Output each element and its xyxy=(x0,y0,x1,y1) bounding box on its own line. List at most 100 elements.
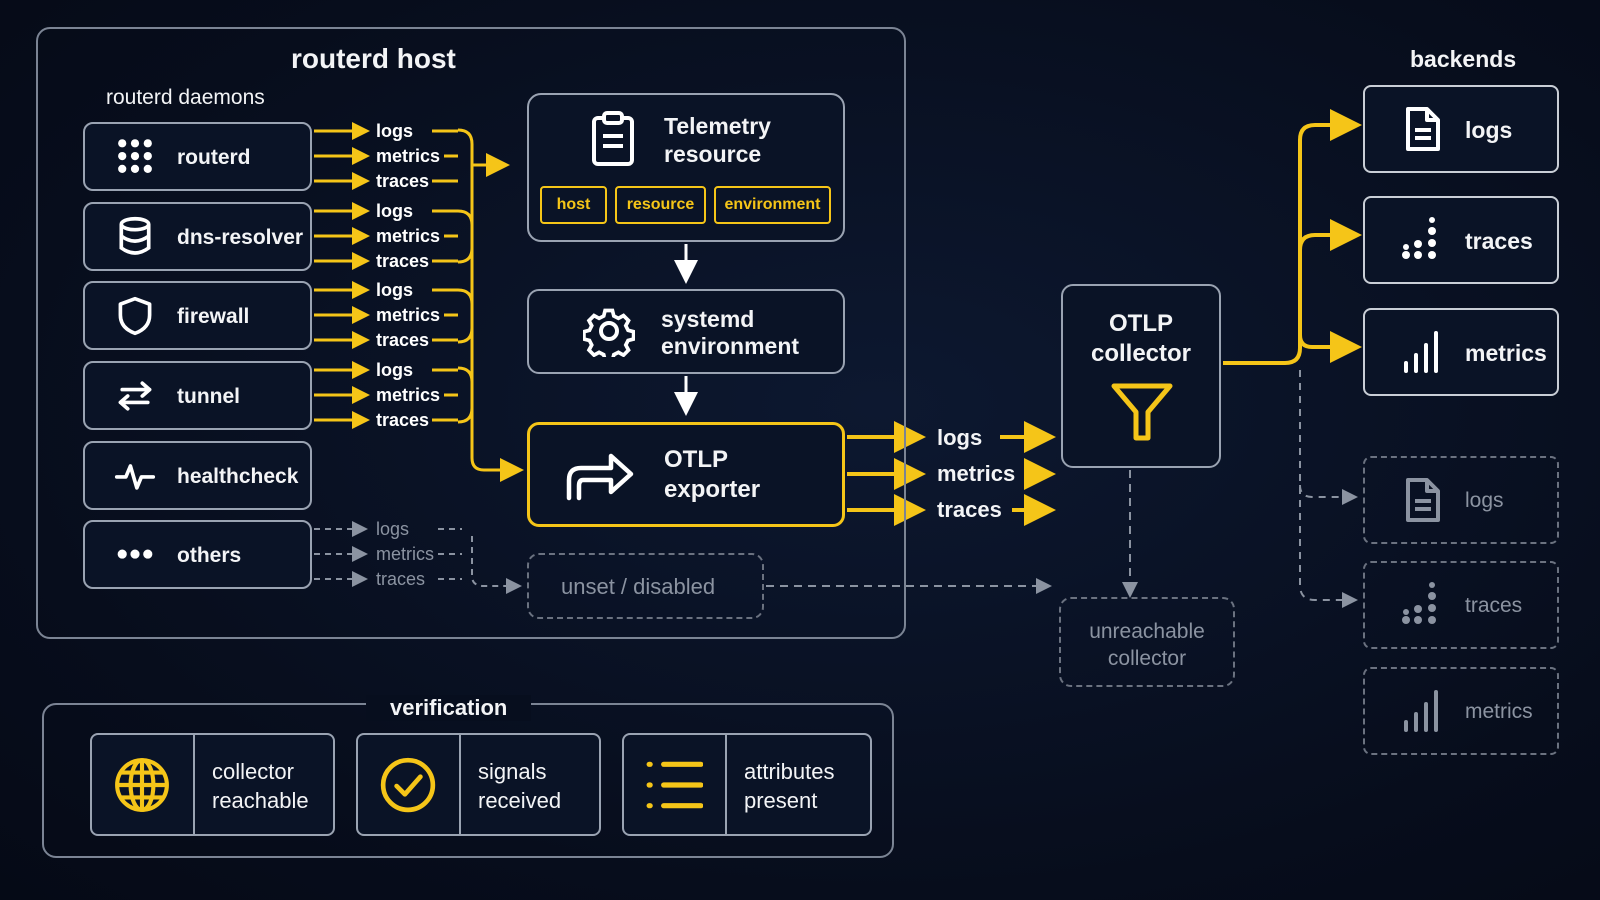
backend-logs[interactable]: logs xyxy=(1363,85,1559,173)
tag-host: host xyxy=(540,186,607,224)
daemon-firewall[interactable]: firewall xyxy=(83,281,312,350)
daemon-label: healthcheck xyxy=(177,465,299,488)
shield-icon-wrap xyxy=(114,295,156,342)
bundle-to-exporter xyxy=(457,128,524,482)
daemon-routerd[interactable]: routerd xyxy=(83,122,312,191)
daemon-label: dns-resolver xyxy=(177,226,304,249)
backend-traces[interactable]: traces xyxy=(1363,196,1559,284)
daemon-label: routerd xyxy=(177,146,251,169)
ellipsis-icon-wrap xyxy=(114,534,156,581)
check-circle-icon xyxy=(380,757,436,813)
systemd-environment-box[interactable] xyxy=(527,289,845,374)
backends-title: backends xyxy=(1410,46,1517,72)
verification-icon-cell xyxy=(92,735,195,834)
disabled-label: unset / disabled xyxy=(561,574,716,599)
backend-label: metrics xyxy=(1465,700,1533,723)
collector-title-1: OTLP xyxy=(1109,310,1173,337)
backend-label: traces xyxy=(1465,228,1533,254)
to-inactive-traces xyxy=(1299,370,1358,608)
backend-label: logs xyxy=(1465,117,1513,143)
backend-label: logs xyxy=(1465,489,1504,512)
to-backend-metrics xyxy=(1298,331,1362,363)
daemon-tunnel[interactable]: tunnel xyxy=(83,361,312,430)
daemon-label: others xyxy=(177,544,242,567)
collector-title-2: collector xyxy=(1090,340,1192,367)
verification-label-1: signals xyxy=(478,759,547,784)
unreachable-title-2: collector xyxy=(1107,647,1187,670)
document-icon xyxy=(1406,107,1440,151)
traces-dots-icon xyxy=(1402,582,1436,624)
pulse-icon xyxy=(114,464,156,490)
tag-resource: resource xyxy=(615,186,706,224)
daemon-signal-logs: logs xyxy=(376,121,413,141)
database-icon-wrap xyxy=(114,216,156,263)
globe-icon-wrap xyxy=(113,756,171,819)
daemon-signal-traces: traces xyxy=(376,410,429,430)
arrows-exchange-icon xyxy=(118,381,152,411)
to-inactive-logs xyxy=(1299,484,1358,505)
bundle-join xyxy=(457,209,474,226)
daemon-healthcheck[interactable]: healthcheck xyxy=(83,441,312,510)
host-frame xyxy=(36,27,906,639)
grid-dots-icon xyxy=(118,139,152,173)
bar-chart-icon-wrap xyxy=(1399,688,1445,739)
check-circle-icon-wrap xyxy=(379,756,437,819)
inactive-backend-metrics: metrics xyxy=(1363,667,1559,755)
grid-dots-icon-wrap xyxy=(114,136,156,183)
bundle-join xyxy=(457,366,474,383)
telemetry-resource-box[interactable] xyxy=(527,93,845,242)
bundle-join xyxy=(457,288,474,305)
verification-label-2: present xyxy=(744,788,818,813)
others-signal-metrics: metrics xyxy=(376,544,434,564)
daemon-signal-logs: logs xyxy=(376,360,413,380)
arrows-exchange-icon-wrap xyxy=(114,375,156,422)
verification-signals[interactable]: signals received xyxy=(356,733,601,836)
exporter-signal-logs: logs xyxy=(937,425,983,450)
daemon-signal-metrics: metrics xyxy=(376,385,440,405)
daemon-signal-traces: traces xyxy=(376,330,429,350)
telemetry-resource-title-1: Telemetry xyxy=(664,113,771,139)
verification-label-2: received xyxy=(478,788,562,813)
share-arrow-icon xyxy=(566,453,634,501)
exporter-title-2: exporter xyxy=(664,476,761,503)
host-title: routerd host xyxy=(291,43,456,74)
pulse-icon-wrap xyxy=(114,455,156,502)
daemon-signal-logs: logs xyxy=(376,280,413,300)
exporter-signal-traces: traces xyxy=(937,497,1002,522)
exporter-title-1: OTLP xyxy=(664,446,728,473)
daemon-signal-traces: traces xyxy=(376,171,429,191)
list-icon xyxy=(646,761,704,809)
bundle-join xyxy=(457,407,474,424)
telemetry-resource-title-2: resource xyxy=(664,141,762,167)
traces-dots-icon xyxy=(1402,217,1436,259)
list-icon-wrap xyxy=(645,756,704,819)
daemon-signal-metrics: metrics xyxy=(376,146,440,166)
daemons-label: routerd daemons xyxy=(106,86,265,109)
backend-label: traces xyxy=(1465,594,1523,617)
systemd-title-1: systemd xyxy=(661,306,755,332)
daemon-label: firewall xyxy=(177,305,250,328)
verification-label-2: reachable xyxy=(212,788,309,813)
inactive-backend-traces: traces xyxy=(1363,561,1559,649)
database-icon xyxy=(119,216,151,255)
daemon-signal-metrics: metrics xyxy=(376,305,440,325)
daemon-others[interactable]: others xyxy=(83,520,312,589)
daemon-signal-logs: logs xyxy=(376,201,413,221)
bundle-join xyxy=(457,327,474,344)
backend-metrics[interactable]: metrics xyxy=(1363,308,1559,396)
ellipsis-icon xyxy=(117,549,153,559)
document-icon-wrap xyxy=(1399,477,1445,528)
unreachable-title-1: unreachable xyxy=(1089,620,1205,643)
otlp-exporter-box[interactable] xyxy=(527,422,845,527)
daemon-dns-resolver[interactable]: dns-resolver xyxy=(83,202,312,271)
traces-dots-icon-wrap xyxy=(1399,217,1445,268)
traces-dots-icon-wrap xyxy=(1399,582,1445,633)
bundle-join xyxy=(457,247,474,264)
bar-chart-icon xyxy=(1404,331,1438,373)
shield-icon xyxy=(118,296,152,336)
backend-label: metrics xyxy=(1465,340,1547,366)
